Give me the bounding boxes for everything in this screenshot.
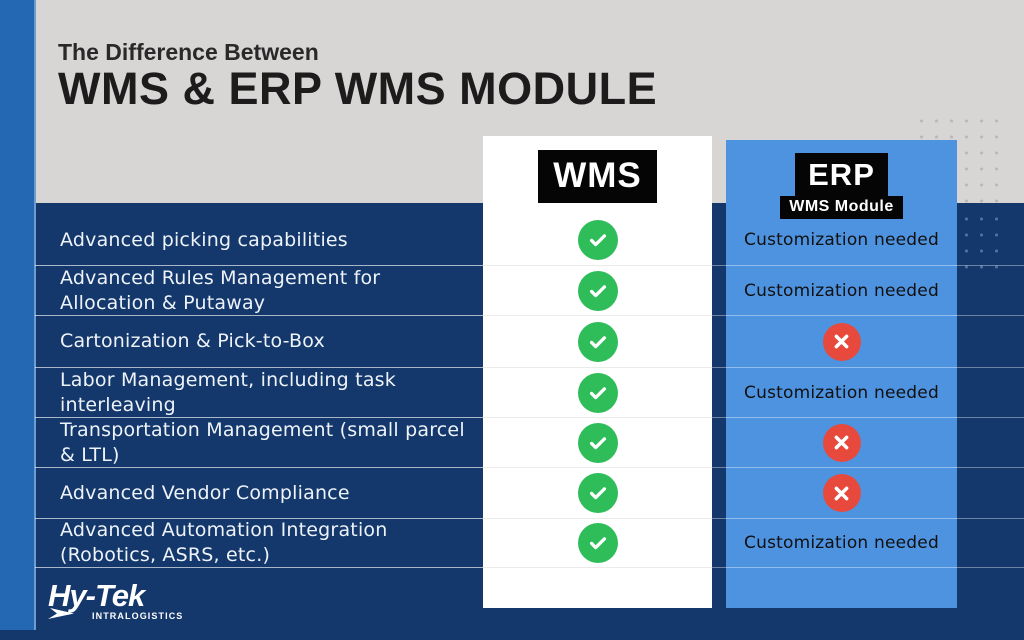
feature-row: Advanced Rules Management for Allocation… <box>35 266 483 316</box>
cross-icon <box>822 322 861 361</box>
wms-cell <box>483 266 712 316</box>
check-icon <box>577 220 618 260</box>
feature-label: Labor Management, including task interle… <box>60 368 396 416</box>
wms-cell <box>483 418 712 468</box>
wms-cell <box>483 203 712 266</box>
check-icon <box>577 270 618 311</box>
erp-cell: Customization needed <box>726 266 957 316</box>
erp-cell <box>726 316 957 368</box>
erp-customization-text: Customization needed <box>744 230 939 250</box>
check-icon <box>577 372 618 413</box>
erp-subheader-badge: WMS Module <box>780 196 903 219</box>
feature-label: Transportation Management (small parcel … <box>60 418 465 466</box>
logo-subtext: INTRALOGISTICS <box>92 611 184 621</box>
feature-label: Advanced Automation Integration (Robotic… <box>60 519 388 566</box>
logo-wordmark: Hy-Tek <box>48 578 145 613</box>
feature-row: Advanced Vendor Compliance <box>35 468 483 519</box>
feature-row: Advanced picking capabilities <box>35 203 483 266</box>
feature-row: Labor Management, including task interle… <box>35 368 483 418</box>
erp-cell: Customization needed <box>726 368 957 418</box>
cross-icon <box>822 474 861 512</box>
feature-label: Advanced picking capabilities <box>60 228 348 251</box>
logo-arrow-icon <box>48 607 78 625</box>
wms-cells <box>483 203 712 568</box>
check-icon <box>577 422 618 463</box>
feature-label: Advanced Rules Management for Allocation… <box>60 266 381 314</box>
erp-header-badge: ERP <box>795 153 888 196</box>
wms-column-header: WMS <box>483 136 712 203</box>
feature-label: Advanced Vendor Compliance <box>60 481 350 504</box>
check-icon <box>577 321 618 362</box>
erp-column-footer <box>726 568 957 608</box>
feature-row: Transportation Management (small parcel … <box>35 418 483 468</box>
wms-cell <box>483 468 712 519</box>
erp-cell: Customization needed <box>726 519 957 568</box>
feature-label: Cartonization & Pick-to-Box <box>60 330 325 352</box>
erp-cell: Customization needed <box>726 203 957 266</box>
title-block: The Difference Between WMS & ERP WMS MOD… <box>58 40 657 111</box>
erp-column-header: ERP WMS Module <box>726 140 957 219</box>
wms-header-badge: WMS <box>538 150 657 203</box>
feature-row: Cartonization & Pick-to-Box <box>35 316 483 368</box>
page-title: WMS & ERP WMS MODULE <box>58 63 658 114</box>
hytek-logo: Hy-Tek INTRALOGISTICS <box>48 580 183 621</box>
erp-cell <box>726 418 957 468</box>
check-icon <box>577 523 618 563</box>
subtitle: The Difference Between <box>58 39 319 65</box>
check-icon <box>577 473 618 513</box>
erp-cell <box>726 468 957 519</box>
erp-customization-text: Customization needed <box>744 382 939 403</box>
wms-column: WMS <box>483 136 712 608</box>
erp-customization-text: Customization needed <box>744 280 939 301</box>
wms-cell <box>483 316 712 368</box>
feature-row: Advanced Automation Integration (Robotic… <box>35 519 483 568</box>
wms-column-footer <box>483 568 712 608</box>
erp-customization-text: Customization needed <box>744 533 939 553</box>
left-accent-stripe <box>0 0 36 630</box>
wms-cell <box>483 519 712 568</box>
wms-cell <box>483 368 712 418</box>
cross-icon <box>822 423 861 462</box>
